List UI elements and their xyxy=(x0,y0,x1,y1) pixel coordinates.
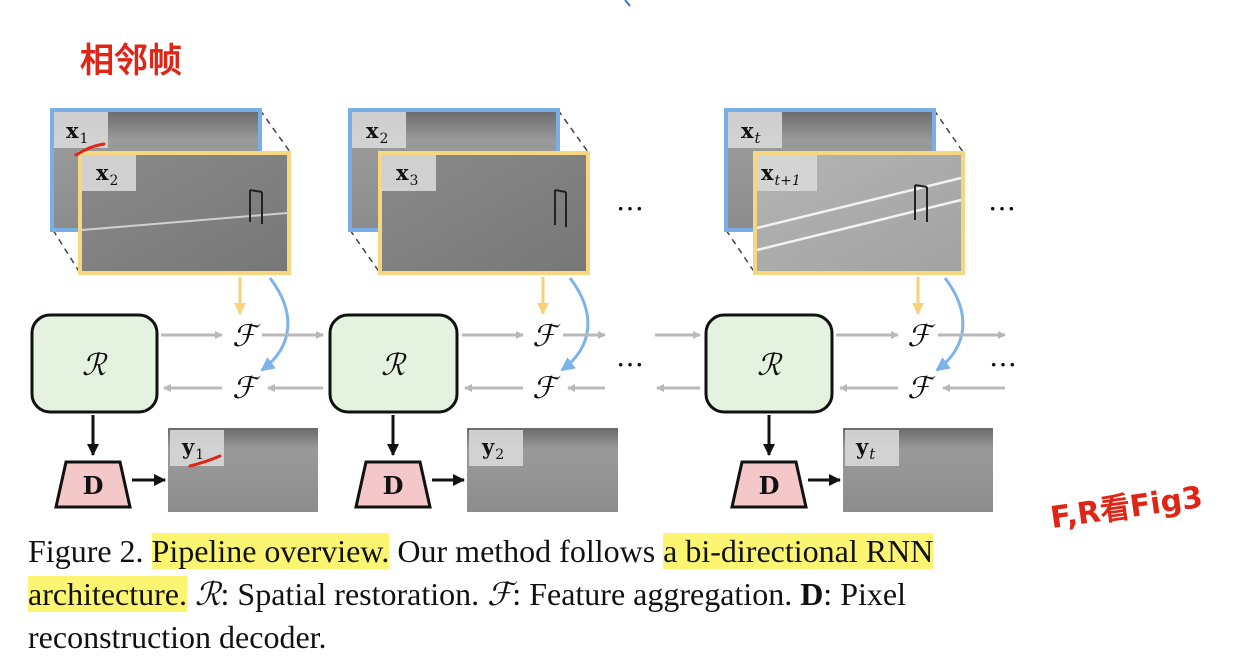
svg-text:y1: y1 xyxy=(181,434,204,463)
svg-text:x3: x3 xyxy=(396,160,418,189)
aggregation-backward-2: ℱ xyxy=(532,371,561,406)
frame-label-back-3: x xyxy=(741,118,754,143)
restoration-module-2 xyxy=(328,313,459,414)
decoder-label-2: D xyxy=(383,471,404,500)
decoder-label-1: D xyxy=(83,471,104,500)
frame-image-front-1 xyxy=(78,151,291,275)
decoder-2 xyxy=(354,460,432,509)
svg-text:y2: y2 xyxy=(481,434,504,463)
caption-highlight-1: Pipeline overview. xyxy=(151,533,390,569)
caption-text-4: : Pixel reconstruction decoder. xyxy=(28,576,906,655)
caption-text-2: : Spatial restoration. xyxy=(220,576,488,612)
label-box-back-1 xyxy=(54,112,108,148)
output-sub-1: 1 xyxy=(195,447,204,463)
output-sub-2: 2 xyxy=(495,447,504,463)
aggregation-backward-1: ℱ xyxy=(232,371,261,406)
restoration-module-1 xyxy=(30,313,159,414)
restoration-label-2: ℛ xyxy=(381,348,407,383)
frame-label-front-3: x xyxy=(761,160,774,185)
frame-label-front-2: x xyxy=(396,160,409,185)
aggregation-backward-3: ℱ xyxy=(907,371,936,406)
output-label-box-3 xyxy=(845,430,899,466)
frame-label-front-1: x xyxy=(96,160,109,185)
svg-text:x1: x1 xyxy=(66,118,88,147)
ellipsis-frames-2: … xyxy=(988,184,1016,217)
frame-label-back-1: x xyxy=(66,118,79,143)
gate-pole xyxy=(249,189,263,224)
output-label-box-2 xyxy=(469,430,523,466)
handwritten-note-top: 相邻帧 xyxy=(80,41,182,81)
output-label-1: y xyxy=(181,434,195,459)
top-pen-mark xyxy=(624,0,631,7)
slope-line xyxy=(81,212,288,231)
label-box-front-2 xyxy=(382,155,436,191)
gate-pole xyxy=(914,184,928,222)
restoration-module-3 xyxy=(704,313,834,414)
aggregation-forward-1: ℱ xyxy=(232,319,261,354)
aggregation-forward-2: ℱ xyxy=(532,319,561,354)
frame-sub-back-1: 1 xyxy=(80,131,89,147)
frame-stack-2: x2 x3 xyxy=(348,108,590,275)
label-box-back-2 xyxy=(352,112,406,148)
caption-symbol-f: ℱ xyxy=(487,575,513,613)
ellipsis-flow: … xyxy=(616,340,644,373)
backward-arrow-3 xyxy=(935,277,965,372)
label-box-front-3 xyxy=(757,155,817,191)
output-label-3: y xyxy=(855,434,869,459)
decoder-3 xyxy=(730,460,808,509)
svg-text:x2: x2 xyxy=(366,118,388,147)
caption-text-3: : Feature aggregation. xyxy=(512,576,793,612)
frame-stack-1: x1 x2 xyxy=(50,108,291,275)
decoder-1 xyxy=(54,460,132,509)
decoder-label-3: D xyxy=(759,471,780,500)
output-sub-3: t xyxy=(869,445,876,463)
output-label-2: y xyxy=(481,434,495,459)
ellipsis-flow-2: … xyxy=(989,340,1017,373)
caption-symbol-d: D xyxy=(800,576,824,612)
gate-pole xyxy=(554,189,567,227)
label-box-back-3 xyxy=(728,112,782,148)
output-label-box-1 xyxy=(170,430,224,466)
label-box-front-1 xyxy=(82,155,136,191)
caption-text-1: Our method follows xyxy=(389,533,664,569)
svg-text:yt: yt xyxy=(855,434,876,463)
frame-sub-back-2: 2 xyxy=(380,131,389,147)
frame-sub-front-2: 3 xyxy=(410,173,419,189)
caption-symbol-r: ℛ xyxy=(195,575,221,613)
frame-sub-front-3: t+1 xyxy=(775,173,801,189)
svg-text:xt: xt xyxy=(741,118,762,147)
frame-label-back-2: x xyxy=(366,118,379,143)
frame-sub-front-1: 2 xyxy=(110,173,119,189)
handwritten-underline xyxy=(74,142,106,157)
restoration-label-1: ℛ xyxy=(82,348,108,383)
frame-stack-3: xt xt+1 xyxy=(724,108,965,275)
svg-text:x2: x2 xyxy=(96,160,118,189)
ellipsis-frames-1: … xyxy=(616,184,644,217)
backward-arrow-2 xyxy=(560,277,590,372)
frame-sub-back-3: t xyxy=(755,129,762,147)
figure-caption: Figure 2. Pipeline overview. Our method … xyxy=(28,530,1038,659)
pipeline-figure: x1 x2 ℛ ℱ ℱ D y1 x2 x3 … ℛ ℱ ℱ xyxy=(30,0,1205,530)
caption-figure-label: Figure 2. xyxy=(28,533,144,569)
handwritten-note-right: F,R看Fig3 xyxy=(1048,480,1205,530)
svg-text:xt+1: xt+1 xyxy=(761,160,801,189)
aggregation-forward-3: ℱ xyxy=(907,319,936,354)
restoration-label-3: ℛ xyxy=(757,348,783,383)
backward-arrow-1 xyxy=(260,277,290,372)
handwritten-underline xyxy=(188,454,222,468)
